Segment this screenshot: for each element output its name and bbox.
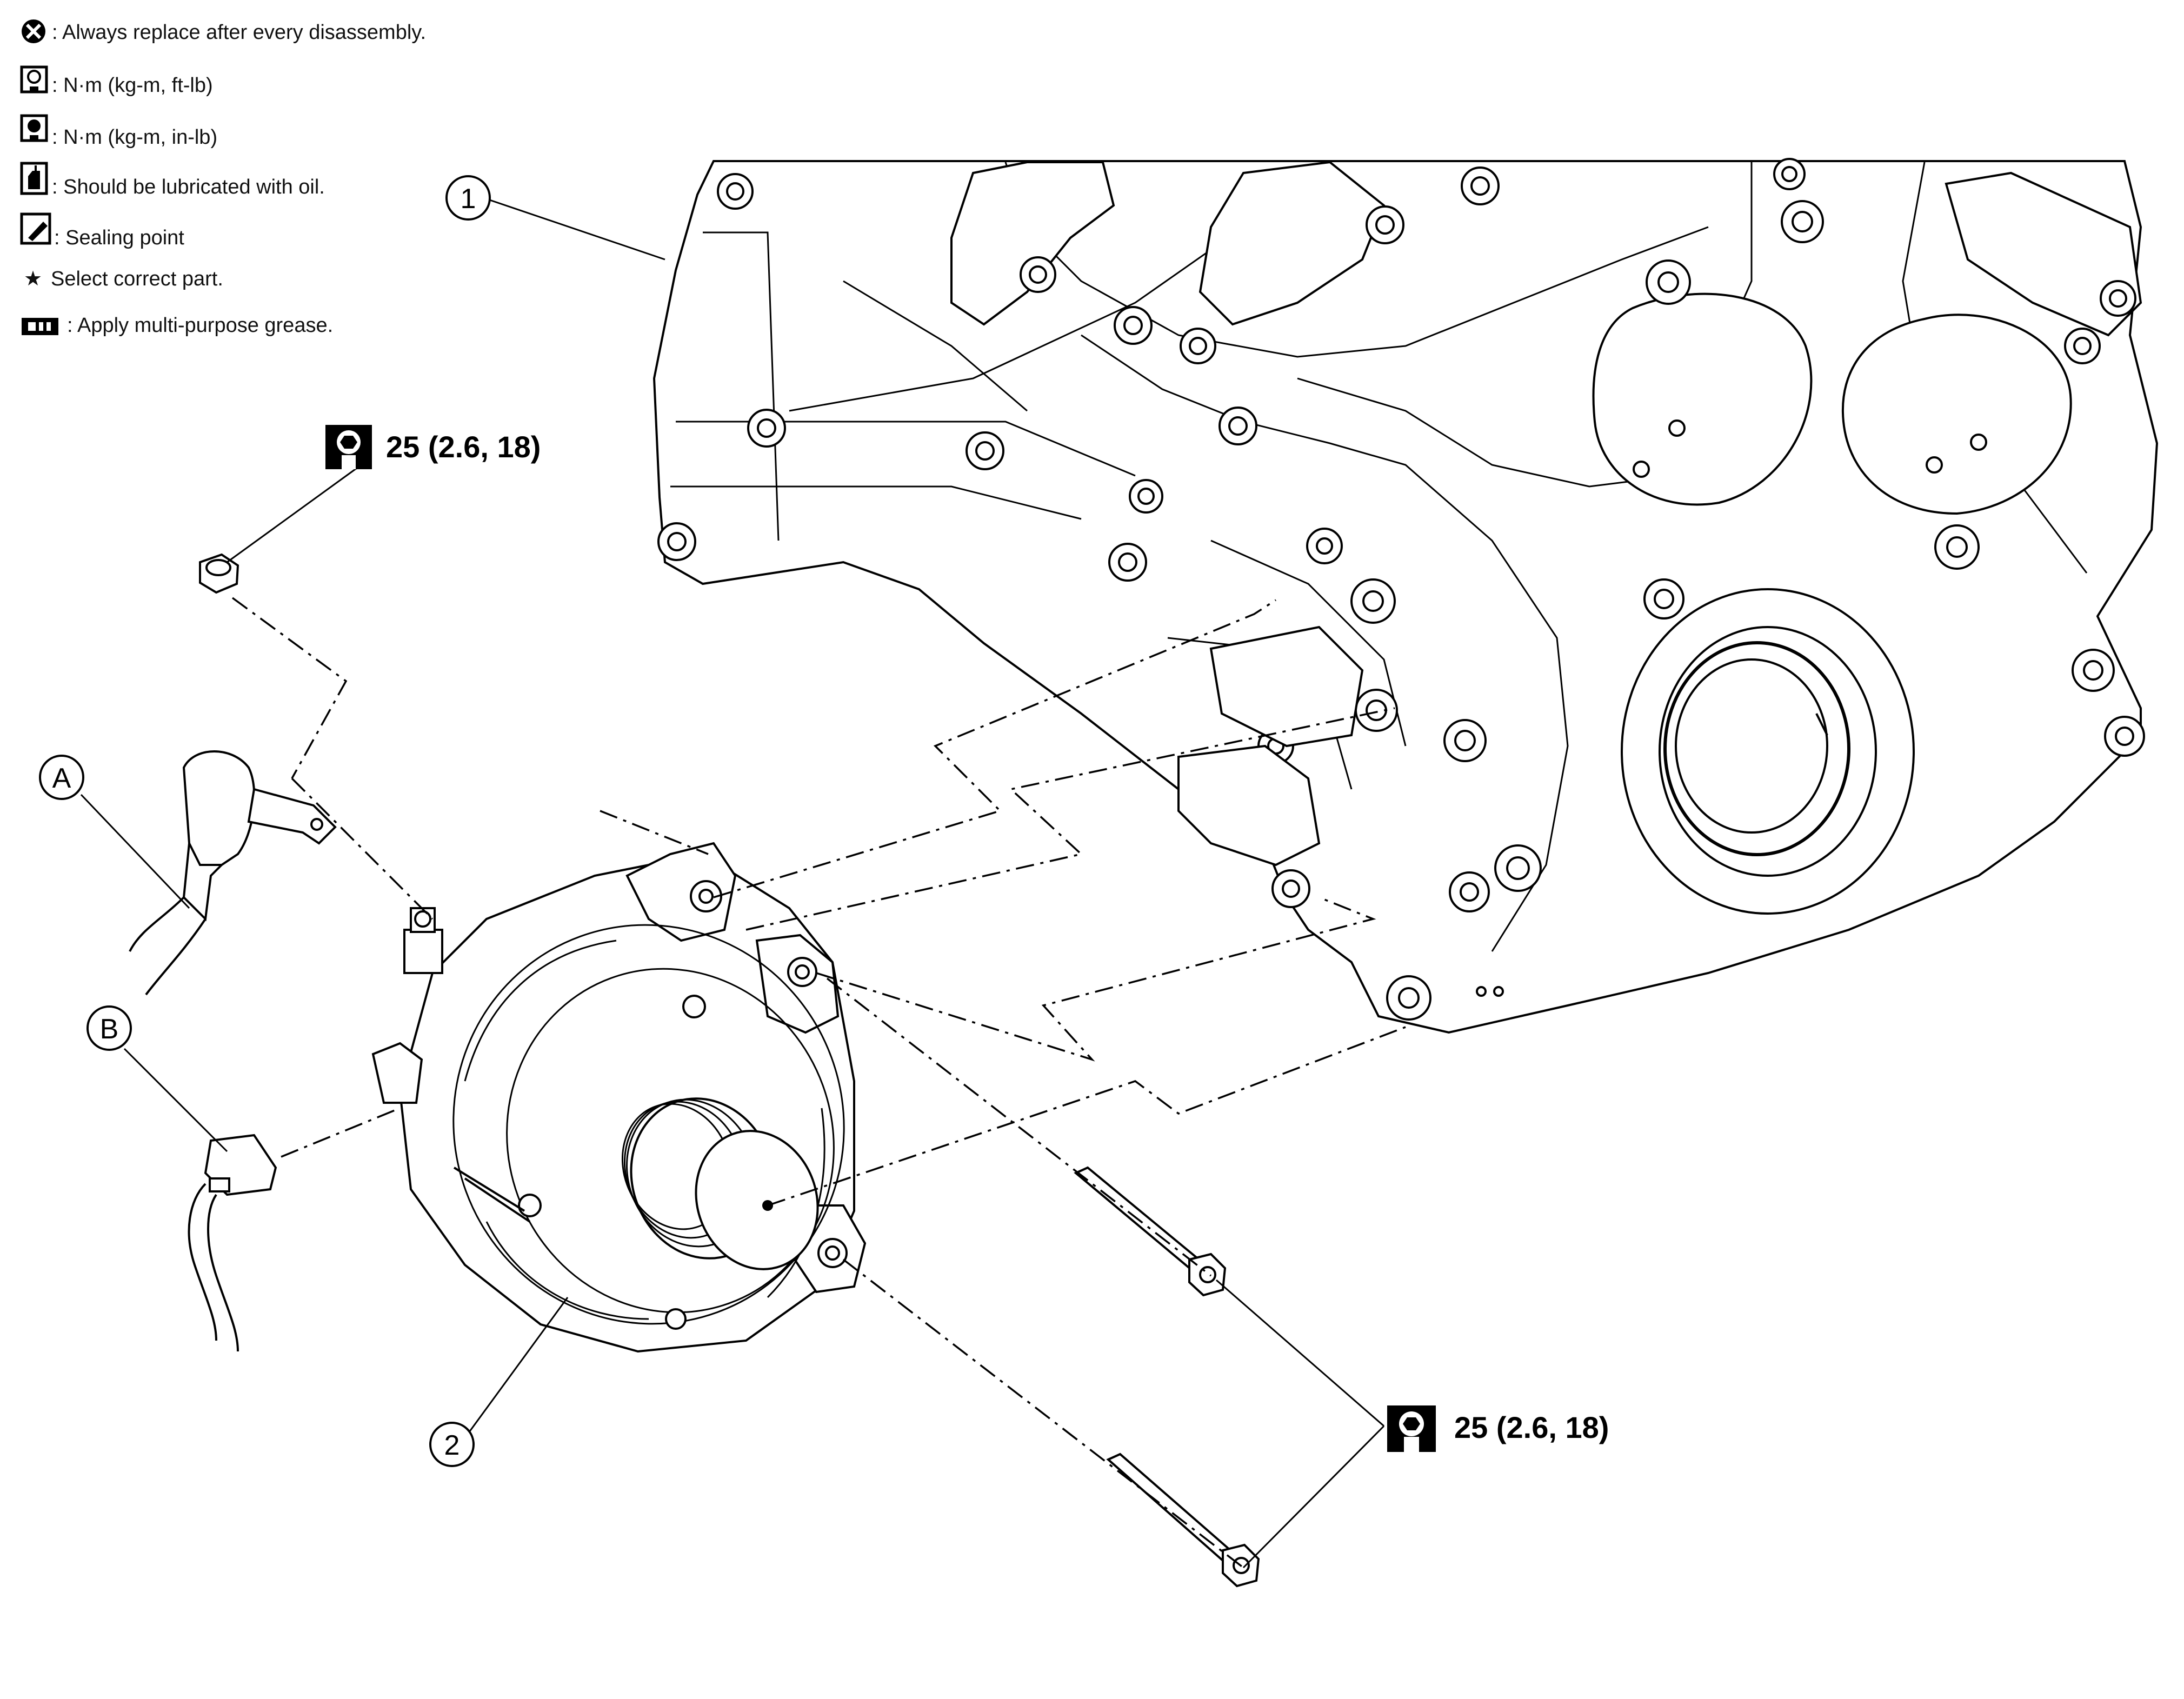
torque-inlb-icon [20, 114, 48, 142]
star-icon: ★ [24, 268, 42, 290]
callout-part-1: 1 [445, 175, 491, 221]
legend-item-oil: : Should be lubricated with oil. [52, 176, 325, 198]
sealing-point-icon [20, 212, 51, 245]
legend-item-torque-inlb: : N·m (kg-m, in-lb) [52, 126, 217, 149]
harness-b-connector [188, 1134, 277, 1352]
replace-icon [22, 19, 45, 43]
callout-part-2: 2 [429, 1422, 475, 1467]
crankshaft-seal [1621, 588, 1915, 915]
harness-a-battery-cable [129, 750, 337, 996]
torque-value-top: 25 (2.6, 18) [386, 430, 541, 464]
engine-front-cover [652, 158, 2159, 1034]
legend-item-select-part: Select correct part. [51, 268, 223, 290]
mounting-bolt-lower [1106, 1453, 1260, 1588]
cam-boss-right [1841, 314, 2072, 515]
legend-item-grease: : Apply multi-purpose grease. [67, 314, 333, 337]
assembly-lines [231, 597, 1406, 1569]
pulley [621, 1097, 819, 1270]
callout-label-2: 2 [444, 1430, 460, 1461]
grease-icon [22, 318, 58, 335]
torque-wrench-icon [325, 425, 372, 469]
alternator [371, 842, 867, 1353]
torque-value-bottom: 25 (2.6, 18) [1454, 1410, 1609, 1444]
oil-can-icon [20, 162, 48, 195]
callout-ref-a: A [39, 755, 84, 800]
legend-item-replace: : Always replace after every disassembly… [52, 21, 426, 44]
callout-label-a: A [52, 763, 71, 794]
terminal-nut [199, 553, 239, 594]
b-terminal-stud [403, 907, 443, 974]
cam-boss-left [1592, 292, 1813, 506]
torque-spec-top: 25 (2.6, 18) [325, 425, 541, 469]
leader-lines [80, 199, 1385, 1569]
torque-spec-bottom: 25 (2.6, 18) [1387, 1405, 1609, 1452]
callout-label-b: B [100, 1014, 119, 1045]
legend: : Always replace after every disassembly… [20, 19, 426, 337]
torque-ftlb-icon [20, 65, 48, 94]
callout-label-1: 1 [461, 183, 476, 215]
legend-item-sealing: : Sealing point [54, 226, 184, 249]
callout-ref-b: B [86, 1005, 132, 1051]
torque-wrench-icon [1387, 1405, 1436, 1452]
engine-bolt-bosses [657, 158, 2145, 1021]
legend-item-torque-ftlb: : N·m (kg-m, ft-lb) [52, 74, 213, 97]
mounting-bolt-upper [1074, 1166, 1227, 1297]
